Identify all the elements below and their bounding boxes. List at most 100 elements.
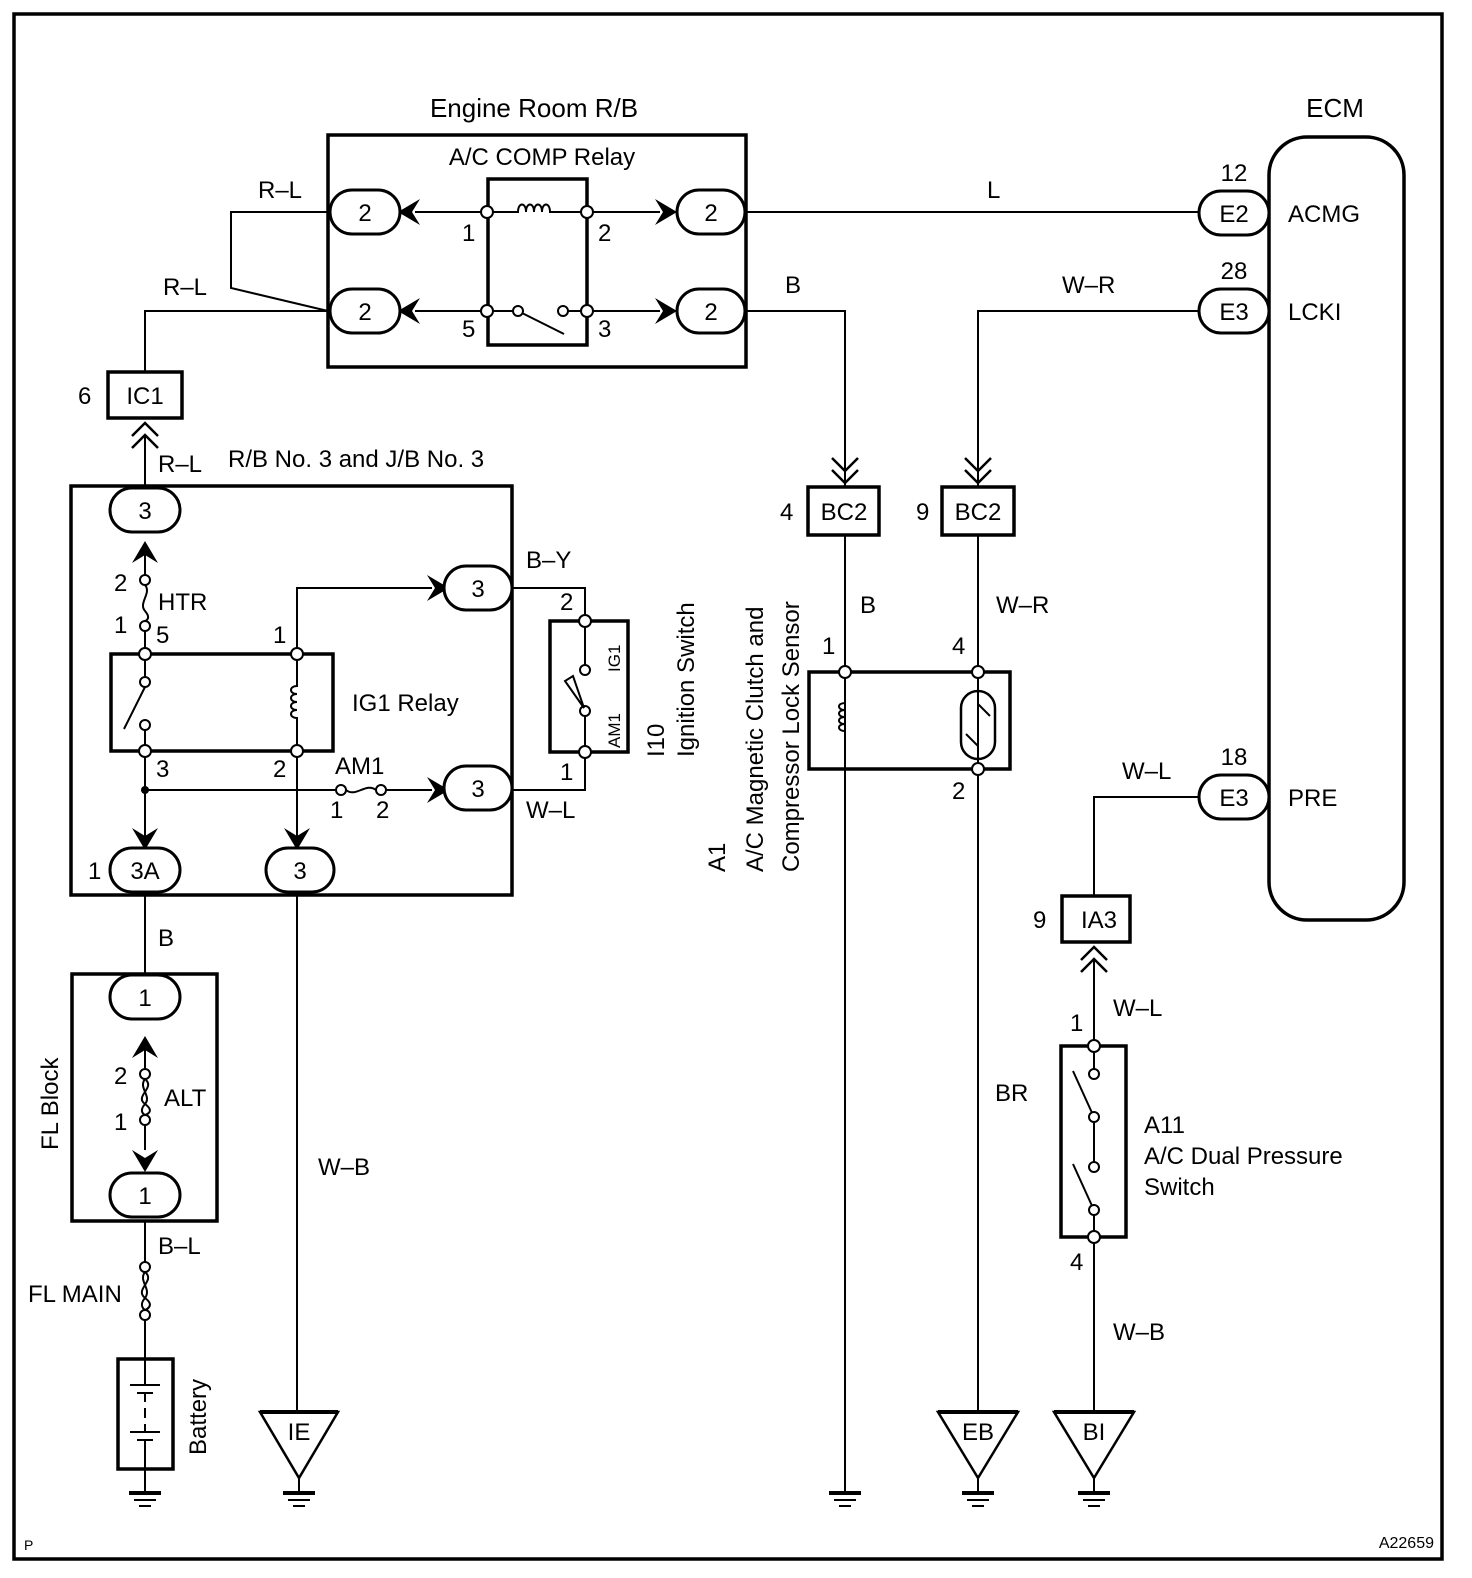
svg-text:BC2: BC2 bbox=[955, 499, 1002, 526]
connector-1-top bbox=[108, 973, 182, 1021]
svg-text:1: 1 bbox=[273, 622, 286, 649]
ground-ie: IE bbox=[257, 1410, 341, 1492]
ground-bi: BI bbox=[1051, 1410, 1137, 1492]
svg-text:EB: EB bbox=[962, 1419, 994, 1446]
svg-text:3: 3 bbox=[293, 858, 306, 885]
drawing-id: A22659 bbox=[1379, 1535, 1434, 1552]
svg-text:2: 2 bbox=[376, 797, 389, 824]
svg-text:18: 18 bbox=[1221, 744, 1248, 771]
a11-code: A11 bbox=[1144, 1112, 1185, 1139]
ign-contact-am1: AM1 bbox=[605, 713, 624, 748]
ignition-switch-name: Ignition Switch bbox=[673, 602, 700, 757]
a1-name-1: A/C Magnetic Clutch and bbox=[742, 607, 769, 872]
svg-text:9: 9 bbox=[916, 499, 929, 526]
svg-text:E2: E2 bbox=[1219, 201, 1248, 228]
wire-label-wr-lcki: W–R bbox=[1062, 272, 1115, 299]
svg-text:2: 2 bbox=[704, 200, 717, 227]
ignition-switch: 2 1 IG1 AM1 I10 Ignition Switch bbox=[548, 589, 700, 786]
connector-1-bottom bbox=[108, 1171, 182, 1219]
wire-label-br: BR bbox=[995, 1080, 1028, 1107]
chassis-ground-icon bbox=[829, 1491, 861, 1507]
svg-text:1: 1 bbox=[88, 858, 101, 885]
svg-text:IA3: IA3 bbox=[1081, 907, 1117, 934]
svg-text:1: 1 bbox=[138, 1183, 151, 1210]
diagram-frame bbox=[12, 12, 1444, 1561]
ecm-box bbox=[1267, 135, 1406, 922]
connector-bc2-right: BC2 9 bbox=[916, 485, 1016, 537]
svg-text:1: 1 bbox=[822, 633, 835, 660]
svg-text:2: 2 bbox=[358, 299, 371, 326]
wire-label-wl-a11: W–L bbox=[1113, 995, 1162, 1022]
svg-text:3: 3 bbox=[471, 776, 484, 803]
connector-3-wl bbox=[442, 764, 514, 812]
svg-text:2: 2 bbox=[560, 589, 573, 616]
corner-label-left: P bbox=[24, 1537, 33, 1553]
ac-comp-relay-label: A/C COMP Relay bbox=[449, 144, 635, 171]
engine-room-rb-title: Engine Room R/B bbox=[430, 93, 638, 123]
svg-text:2: 2 bbox=[273, 756, 286, 783]
svg-text:2: 2 bbox=[704, 299, 717, 326]
a1-name-2: Compressor Lock Sensor bbox=[778, 601, 805, 872]
ac-comp-pin-1: 1 bbox=[462, 220, 475, 247]
ac-comp-pin-2: 2 bbox=[598, 220, 611, 247]
svg-text:28: 28 bbox=[1221, 258, 1248, 285]
a11-name-2: Switch bbox=[1144, 1174, 1215, 1201]
svg-text:4: 4 bbox=[1070, 1249, 1083, 1276]
wire-label-wl-ign: W–L bbox=[526, 797, 575, 824]
engine-room-rb: Engine Room R/B A/C COMP Relay 1 2 5 3 2… bbox=[326, 93, 748, 369]
ecm-connector-e2 bbox=[1197, 189, 1271, 237]
wire-label-wb-ie: W–B bbox=[318, 1154, 370, 1181]
connector-2-bl bbox=[328, 287, 402, 335]
svg-text:2: 2 bbox=[114, 570, 127, 597]
svg-text:4: 4 bbox=[780, 499, 793, 526]
a1-code: A1 bbox=[704, 843, 731, 872]
wire-rl-loop bbox=[230, 211, 329, 312]
wire-b-relay bbox=[745, 310, 846, 486]
wire-wr-lcki bbox=[977, 310, 1200, 486]
svg-text:3: 3 bbox=[471, 576, 484, 603]
ignition-switch-code: I10 bbox=[643, 724, 670, 757]
wire-label-wl-pre: W–L bbox=[1122, 758, 1171, 785]
ecm-signal-acmg: ACMG bbox=[1288, 201, 1360, 228]
a11-name-1: A/C Dual Pressure bbox=[1144, 1143, 1343, 1170]
wire-label-b-clutch: B bbox=[860, 592, 876, 619]
svg-text:1: 1 bbox=[330, 797, 343, 824]
connector-ic1: IC1 6 bbox=[78, 370, 184, 449]
wire-label-b-fl: B bbox=[158, 925, 174, 952]
svg-text:12: 12 bbox=[1221, 160, 1248, 187]
connector-3-bottom bbox=[264, 846, 336, 894]
connector-3a bbox=[108, 846, 182, 894]
rb3-jb3-title: R/B No. 3 and J/B No. 3 bbox=[228, 446, 484, 473]
chassis-ground-icon bbox=[962, 1491, 994, 1507]
svg-text:6: 6 bbox=[78, 383, 91, 410]
svg-text:IC1: IC1 bbox=[126, 383, 163, 410]
svg-text:IE: IE bbox=[288, 1419, 311, 1446]
wire-label-bl: B–L bbox=[158, 1233, 201, 1260]
chassis-ground-icon bbox=[283, 1491, 315, 1507]
svg-text:3A: 3A bbox=[130, 858, 159, 885]
ac-magnetic-clutch-lock-sensor: 1 4 2 A1 A/C Magnetic Clutch and Compres… bbox=[704, 601, 1012, 872]
ac-comp-pin-5: 5 bbox=[462, 316, 475, 343]
fl-block: FL Block 1 2 1 ALT 1 bbox=[37, 972, 219, 1223]
wire-label-rl-top: R–L bbox=[258, 177, 302, 204]
wire-wl-pre bbox=[1093, 796, 1200, 896]
wire-label-rl-ic1: R–L bbox=[158, 451, 202, 478]
battery-icon bbox=[116, 1357, 175, 1492]
svg-text:2: 2 bbox=[952, 778, 965, 805]
ign-contact-ig1: IG1 bbox=[605, 645, 624, 672]
svg-text:2: 2 bbox=[114, 1063, 127, 1090]
fuse-htr-label: HTR bbox=[158, 589, 207, 616]
svg-text:1: 1 bbox=[560, 759, 573, 786]
wire-label-rl-mid: R–L bbox=[163, 274, 207, 301]
ig1-relay-box bbox=[109, 652, 335, 753]
ecm-title: ECM bbox=[1306, 93, 1364, 123]
ground-symbols bbox=[129, 1491, 1110, 1507]
chassis-ground-icon bbox=[129, 1491, 161, 1507]
ecm: ECM E2 12 ACMG E3 28 LCKI E3 18 PRE bbox=[1197, 93, 1406, 922]
ecm-connector-e3-lcki bbox=[1197, 287, 1271, 335]
engine-room-rb-box bbox=[326, 133, 748, 369]
svg-text:5: 5 bbox=[156, 622, 169, 649]
connector-ia3: IA3 9 bbox=[1033, 894, 1132, 973]
wire-rl-to-ic1 bbox=[144, 310, 328, 372]
